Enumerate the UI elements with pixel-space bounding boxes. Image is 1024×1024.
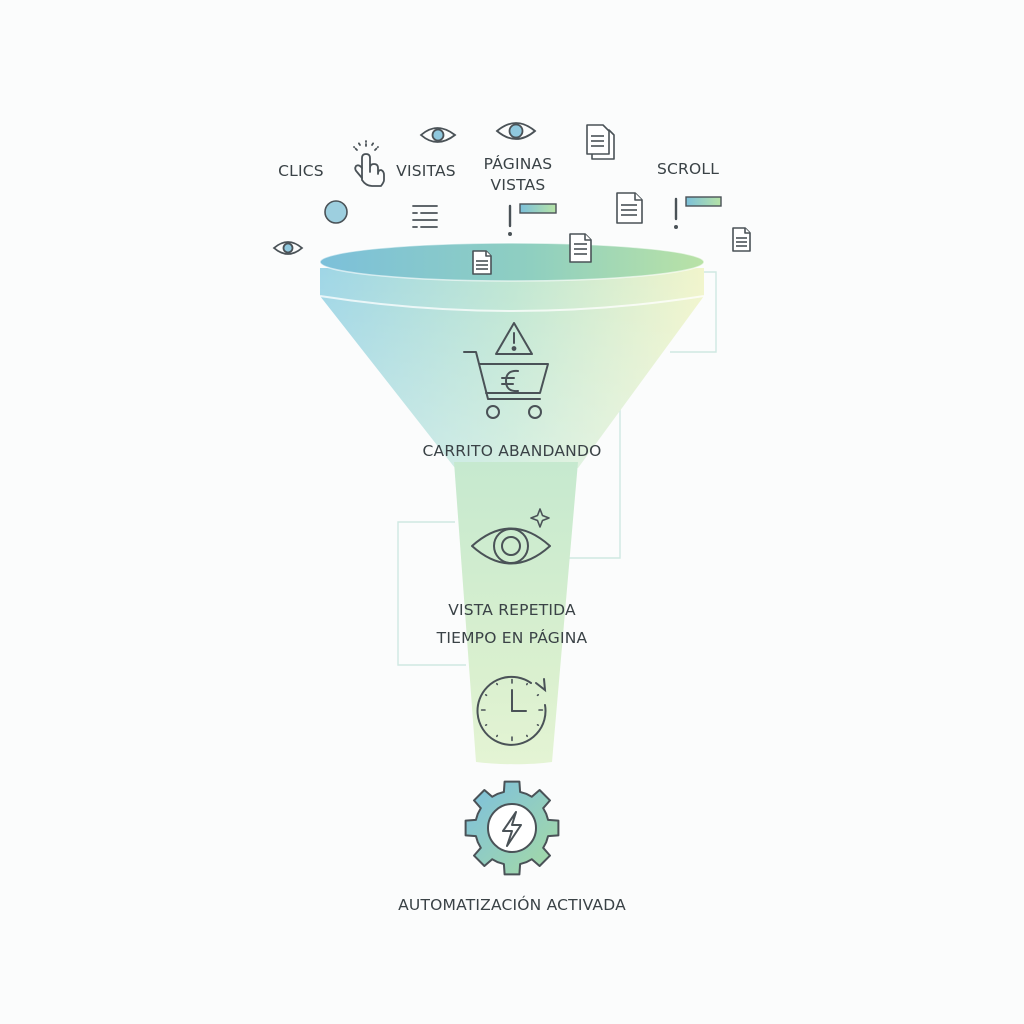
clock-tick <box>495 682 499 686</box>
label-scroll: SCROLL <box>656 160 720 178</box>
clock-refresh-icon <box>476 675 547 746</box>
eye-icon <box>419 127 457 143</box>
document-icon <box>472 250 492 275</box>
label-tiempo-en-pagina: TIEMPO EN PÁGINA <box>436 629 588 647</box>
label-carrito-abandonado: CARRITO ABANDANDO <box>422 442 602 460</box>
connector-lines <box>397 271 717 666</box>
list-icon <box>412 205 438 228</box>
document-icon <box>732 227 751 252</box>
hand-pointer-icon <box>353 140 385 187</box>
clock-tick <box>484 693 488 697</box>
label-clics: CLICS <box>278 162 324 180</box>
label-vista-repetida-line1: VISTA REPETIDA <box>448 601 576 619</box>
label-paginas-line1: PÁGINAS <box>483 155 553 173</box>
label-visitas: VISITAS <box>396 162 456 180</box>
document-icon <box>569 233 592 263</box>
eye-icon <box>495 122 537 140</box>
warning-icon <box>495 322 533 355</box>
clock-tick <box>495 734 499 738</box>
alert-bar-icon <box>674 196 722 229</box>
funnel-shape <box>319 242 705 765</box>
label-vista-repetida: VISTA REPETIDA TIEMPO EN PÁGINA <box>392 596 632 652</box>
eye-sparkle-icon <box>471 508 551 565</box>
gear-bolt-icon <box>464 780 560 876</box>
eye-icon <box>272 241 304 255</box>
dot-marker <box>324 200 348 224</box>
document-stack-icon <box>586 124 615 160</box>
label-automatizacion-activada: AUTOMATIZACIÓN ACTIVADA <box>398 896 626 914</box>
document-icon <box>616 192 643 224</box>
alert-bar-icon <box>508 203 557 236</box>
label-paginas-line2: VISTAS <box>490 176 546 194</box>
label-paginas-vistas: PÁGINAS VISTAS <box>472 154 564 196</box>
cart-euro-icon <box>463 351 549 419</box>
clock-tick <box>536 693 540 697</box>
